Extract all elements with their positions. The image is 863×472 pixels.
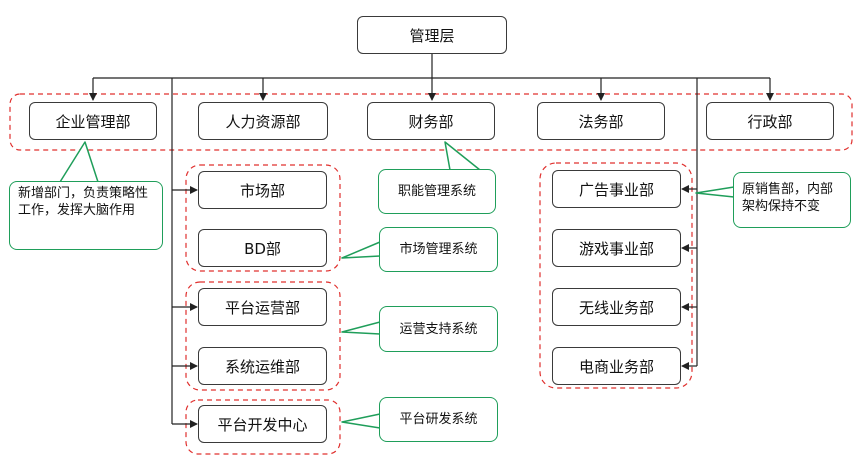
group-business-outline: [539, 162, 693, 389]
pointer-market: [341, 241, 381, 259]
sub-platform-dev-center: 平台开发中心: [198, 405, 327, 443]
pointer-finance: [444, 141, 481, 171]
sub-games-business: 游戏事业部: [552, 229, 681, 267]
dept-enterprise-management: 企业管理部: [29, 102, 157, 140]
pointer-enterprise: [59, 141, 99, 183]
dept-admin: 行政部: [706, 102, 834, 140]
sub-market: 市场部: [198, 171, 327, 209]
dept-finance: 财务部: [367, 102, 495, 140]
note-ops: 运营支持系统: [379, 306, 498, 352]
group-ops-outline: [185, 281, 341, 391]
dept-legal: 法务部: [537, 102, 665, 140]
note-finance: 职能管理系统: [378, 169, 496, 214]
sub-ecommerce-business: 电商业务部: [552, 347, 681, 385]
note-sales: 原销售部，内部架构保持不变: [733, 172, 851, 228]
sub-system-operations: 系统运维部: [198, 347, 327, 385]
sub-wireless-business: 无线业务部: [552, 288, 681, 326]
note-enterprise: 新增部门，负责策略性工作，发挥大脑作用: [9, 181, 163, 250]
group-dev-outline: [185, 399, 341, 455]
pointer-dev: [341, 413, 381, 429]
pointer-sales: [695, 186, 735, 198]
note-market: 市场管理系统: [379, 227, 498, 272]
pointer-ops: [341, 321, 381, 335]
sub-platform-operations: 平台运营部: [198, 288, 327, 326]
sub-bd: BD部: [198, 229, 327, 267]
group-departments-outline: [9, 93, 853, 151]
group-market-outline: [185, 164, 341, 272]
note-dev: 平台研发系统: [379, 397, 498, 442]
top-node-management: 管理层: [357, 16, 507, 54]
sub-ads-business: 广告事业部: [552, 170, 681, 208]
dept-hr: 人力资源部: [198, 102, 328, 140]
